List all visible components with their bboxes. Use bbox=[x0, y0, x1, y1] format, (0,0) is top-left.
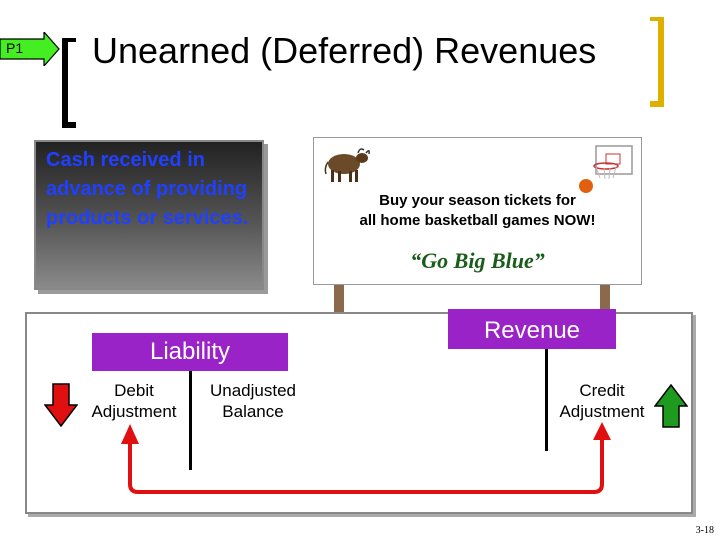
page-number: 3-18 bbox=[695, 525, 714, 536]
revenue-t-line bbox=[545, 349, 548, 451]
badge-label: P1 bbox=[6, 40, 24, 56]
basketball-hoop-icon bbox=[579, 145, 633, 193]
billboard-line-1: Buy your season tickets for bbox=[379, 192, 576, 209]
revenue-header: Revenue bbox=[448, 309, 616, 349]
slide-title: Unearned (Deferred) Revenues bbox=[92, 30, 597, 71]
left-bracket bbox=[62, 38, 76, 128]
badge-arrow-icon bbox=[0, 30, 60, 68]
p1-badge: P1 bbox=[0, 30, 60, 68]
debit-adjustment-label: Debit Adjustment bbox=[91, 381, 177, 421]
liability-header: Liability bbox=[92, 333, 288, 371]
definition-text: Cash received in advance of providing pr… bbox=[46, 149, 249, 229]
definition-box: Cash received in advance of providing pr… bbox=[34, 140, 264, 290]
unadjusted-balance-label: Unadjusted Balance bbox=[209, 381, 296, 421]
flow-arrow-icon bbox=[121, 422, 611, 494]
credit-adjustment-label: Credit Adjustment bbox=[559, 381, 645, 421]
revenue-header-label: Revenue bbox=[483, 317, 581, 344]
debit-down-arrow-icon bbox=[44, 383, 78, 427]
liability-header-label: Liability bbox=[149, 338, 231, 365]
bull-icon bbox=[324, 148, 370, 182]
credit-up-arrow-icon bbox=[654, 384, 688, 428]
billboard-slogan: “Go Big Blue” bbox=[410, 248, 545, 273]
billboard-line-2: all home basketball games NOW! bbox=[359, 212, 596, 229]
billboard: Buy your season tickets for all home bas… bbox=[313, 137, 642, 285]
liability-t-line bbox=[189, 371, 192, 470]
right-bracket bbox=[650, 17, 664, 107]
